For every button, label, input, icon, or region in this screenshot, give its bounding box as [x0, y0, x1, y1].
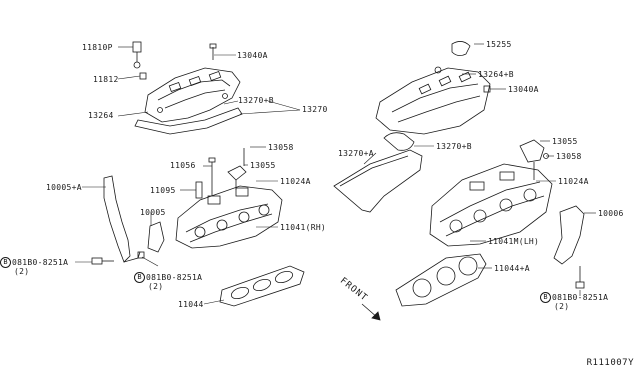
- label-qty-mid: (2): [148, 282, 164, 291]
- label-13040a-top: 13040A: [237, 51, 268, 60]
- label-13058-right: 13058: [556, 152, 582, 161]
- oil-control-valve: [132, 41, 142, 69]
- label-11024a-right: 11024A: [558, 177, 589, 186]
- label-10005a: 10005+A: [46, 183, 82, 192]
- label-13055-right: 13055: [552, 137, 578, 146]
- bracket-10005: [147, 221, 165, 253]
- label-11056: 11056: [170, 161, 196, 170]
- label-13058-left: 13058: [268, 143, 294, 152]
- label-11044a: 11044+A: [494, 264, 530, 273]
- bolt-13040a-top: [209, 43, 217, 60]
- cylinder-head-rh: [175, 185, 283, 249]
- dowel-11095: [195, 181, 203, 199]
- gasket-13270b-right: [383, 132, 415, 151]
- camshaft-sensor-lh: [519, 139, 549, 180]
- cylinder-head-lh: [429, 163, 553, 247]
- label-13270: 13270: [302, 105, 328, 114]
- label-13270b-left: 13270+B: [238, 96, 274, 105]
- label-11041rh: 11041(RH): [280, 223, 327, 232]
- label-081b0-right: 081B0-8251A: [552, 293, 609, 302]
- bolt-symbol-left: B: [0, 257, 11, 268]
- valve-cover-gasket-rh: [134, 107, 243, 135]
- label-081b0-mid: 081B0-8251A: [146, 273, 203, 282]
- bolt-symbol-right: B: [540, 292, 551, 303]
- sensor-11812: [139, 72, 147, 80]
- camshaft-sensor-rh: [227, 148, 247, 190]
- valve-cover-gasket-lh: [333, 149, 423, 213]
- label-11044: 11044: [178, 300, 204, 309]
- label-15255: 15255: [486, 40, 512, 49]
- label-10006: 10006: [598, 209, 624, 218]
- head-gasket-rh: [219, 265, 305, 307]
- label-13264: 13264: [88, 111, 114, 120]
- bolt-left: [91, 251, 145, 265]
- bolt-symbol-mid: B: [134, 272, 145, 283]
- label-13270a: 13270+A: [338, 149, 374, 158]
- label-11095: 11095: [150, 186, 176, 195]
- label-qty-left: (2): [14, 267, 30, 276]
- bolt-right: [575, 266, 585, 289]
- oil-filler-cap: [451, 41, 471, 56]
- diagram-reference-code: R111007Y: [586, 358, 634, 368]
- label-13040a-right: 13040A: [508, 85, 539, 94]
- label-10005: 10005: [140, 208, 166, 217]
- label-11810p: 11810P: [82, 43, 113, 52]
- bracket-10005a: [103, 175, 141, 263]
- label-081b0-left: 081B0-8251A: [12, 258, 69, 267]
- label-qty-right: (2): [554, 302, 570, 311]
- front-arrow: [361, 303, 381, 321]
- label-11041mlh: 11041M(LH): [488, 237, 540, 246]
- label-11812: 11812: [93, 75, 119, 84]
- valve-cover-lh: [375, 66, 491, 135]
- head-gasket-lh: [395, 253, 487, 307]
- label-11024a-left: 11024A: [280, 177, 311, 186]
- bracket-10006: [553, 205, 585, 265]
- label-13264b: 13264+B: [478, 70, 514, 79]
- label-13270b-right: 13270+B: [436, 142, 472, 151]
- valve-cover-rh: [144, 67, 241, 123]
- label-13055-left: 13055: [250, 161, 276, 170]
- stud-11056: [208, 157, 216, 196]
